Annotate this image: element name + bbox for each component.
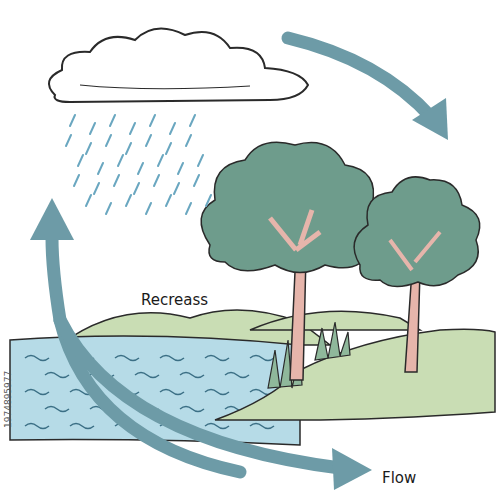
land bbox=[215, 329, 495, 420]
lake bbox=[10, 336, 300, 445]
rain bbox=[66, 115, 211, 214]
grass bbox=[268, 322, 350, 388]
cycle-arrows bbox=[52, 38, 432, 472]
process-label: Recreass bbox=[141, 291, 208, 309]
arrowheads bbox=[30, 98, 448, 490]
watermark: 1974895977 bbox=[3, 371, 13, 428]
tree bbox=[201, 142, 383, 380]
tree bbox=[354, 177, 480, 372]
process-label: Flow bbox=[382, 469, 416, 487]
cloud bbox=[49, 29, 308, 102]
